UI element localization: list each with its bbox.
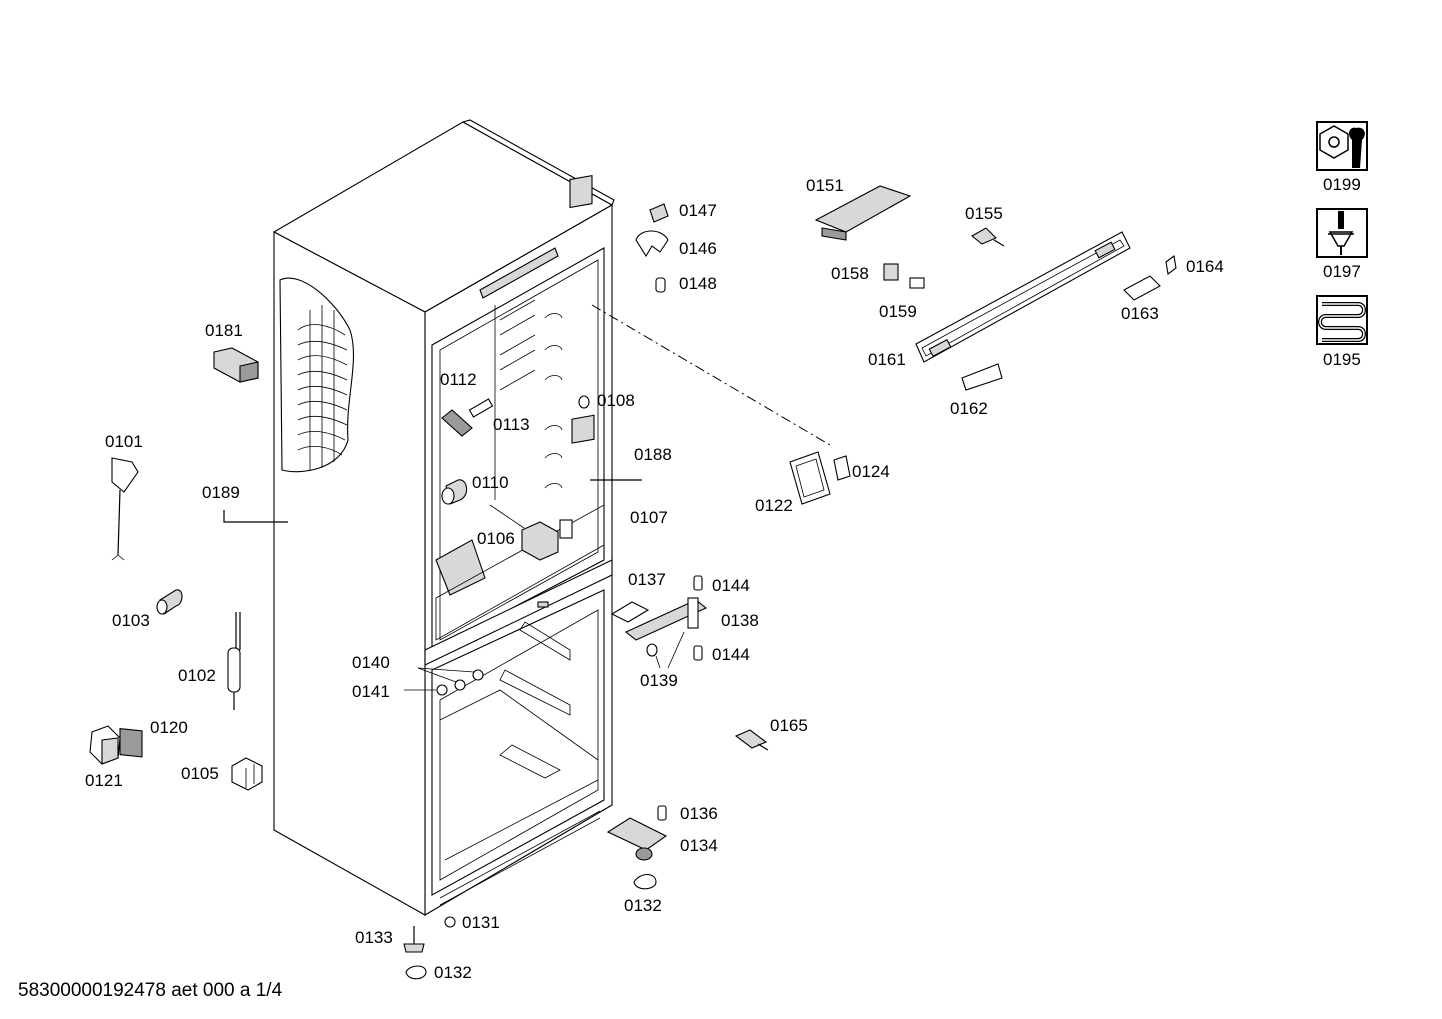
label-0144b: 0144 xyxy=(712,645,750,664)
label-0131: 0131 xyxy=(462,913,500,932)
part-0132b-icon xyxy=(405,965,427,980)
part-0136-icon xyxy=(657,805,667,821)
document-id-footer: 58300000192478 aet 000 a 1/4 xyxy=(18,980,283,1001)
label-0133: 0133 xyxy=(355,928,393,947)
label-0161: 0161 xyxy=(868,350,906,369)
label-0132a: 0132 xyxy=(624,896,662,915)
label-0139: 0139 xyxy=(640,671,678,690)
part-0103-icon xyxy=(156,589,183,615)
label-0132b: 0132 xyxy=(434,963,472,982)
part-0124-icon xyxy=(833,455,851,481)
part-0146-icon xyxy=(635,230,669,258)
label-0136: 0136 xyxy=(680,804,718,823)
label-0188: 0188 xyxy=(634,445,672,464)
label-0113: 0113 xyxy=(493,415,530,434)
label-0147: 0147 xyxy=(679,201,717,220)
part-0107-icon xyxy=(559,519,573,539)
part-0120-icon xyxy=(119,728,143,758)
label-0158: 0158 xyxy=(831,264,869,283)
part-0164-icon xyxy=(1165,255,1177,275)
part-0144a-icon xyxy=(693,575,703,591)
label-0102: 0102 xyxy=(178,666,216,685)
label-0144a: 0144 xyxy=(712,576,750,595)
screwdriver-icon xyxy=(1316,208,1368,258)
part-0155-icon xyxy=(971,227,1005,247)
label-0164: 0164 xyxy=(1186,257,1224,276)
part-0102-icon xyxy=(227,612,241,710)
label-0137: 0137 xyxy=(628,570,666,589)
part-0101-icon xyxy=(111,457,139,561)
part-0140-icon xyxy=(417,667,484,691)
part-0131-icon xyxy=(444,916,456,928)
label-0120: 0120 xyxy=(150,718,188,737)
label-0124: 0124 xyxy=(852,462,890,481)
label-0108: 0108 xyxy=(597,391,635,410)
label-0122: 0122 xyxy=(755,496,793,515)
label-0146: 0146 xyxy=(679,239,717,258)
label-0151: 0151 xyxy=(806,176,844,195)
part-0122-icon xyxy=(789,451,831,505)
label-0162: 0162 xyxy=(950,399,988,418)
part-0151-icon xyxy=(814,185,912,241)
label-0107: 0107 xyxy=(630,508,668,527)
label-0105: 0105 xyxy=(181,764,219,783)
label-0140: 0140 xyxy=(352,653,390,672)
wrench-nut-icon xyxy=(1316,121,1368,171)
label-0189: 0189 xyxy=(202,483,240,502)
part-0113-icon xyxy=(468,398,494,418)
part-0162-icon xyxy=(961,363,1003,391)
label-0103: 0103 xyxy=(112,611,150,630)
part-0134-icon xyxy=(606,817,668,861)
part-0110-icon xyxy=(441,479,468,505)
label-0141: 0141 xyxy=(352,682,390,701)
part-0138-icon xyxy=(624,597,708,641)
part-0139-icon xyxy=(646,643,658,657)
heating-coil-icon xyxy=(1316,295,1368,345)
part-0133-icon xyxy=(403,926,425,953)
part-0159-icon xyxy=(909,277,925,289)
part-0158-icon xyxy=(883,263,899,281)
label-0181: 0181 xyxy=(205,321,243,340)
part-0137-icon xyxy=(610,601,650,623)
part-0132a-icon xyxy=(633,873,657,890)
legend-label-0199: 0199 xyxy=(1323,175,1361,194)
part-0148-icon xyxy=(655,277,666,293)
part-0141-icon xyxy=(404,684,448,696)
part-0105-icon xyxy=(231,757,263,791)
part-0181-icon xyxy=(213,347,259,383)
part-0121-icon xyxy=(89,725,121,765)
part-0165-icon xyxy=(734,729,769,751)
part-0163-icon xyxy=(1123,275,1161,301)
legend-label-0195: 0195 xyxy=(1323,350,1361,369)
label-0148: 0148 xyxy=(679,274,717,293)
part-0108-icon xyxy=(578,395,590,409)
part-number-labels: 0189 0181 0101 0103 0102 0120 0121 0105 … xyxy=(85,176,1224,982)
label-0159: 0159 xyxy=(879,302,917,321)
label-0163: 0163 xyxy=(1121,304,1159,323)
part-0147-icon xyxy=(649,203,669,223)
label-0155: 0155 xyxy=(965,204,1003,223)
part-0161-icon xyxy=(915,231,1131,363)
label-0165: 0165 xyxy=(770,716,808,735)
label-0106: 0106 xyxy=(477,529,515,548)
fridge-cabinet xyxy=(223,119,642,916)
label-0134: 0134 xyxy=(680,836,718,855)
part-0144b-icon xyxy=(693,645,703,661)
label-0121: 0121 xyxy=(85,771,123,790)
label-0110: 0110 xyxy=(472,473,509,492)
legend: 0199 0197 0195 xyxy=(1316,121,1368,369)
part-0112-icon xyxy=(441,409,473,437)
legend-label-0197: 0197 xyxy=(1323,262,1361,281)
part-0106-icon xyxy=(489,504,559,561)
label-0101: 0101 xyxy=(105,432,143,451)
label-0138: 0138 xyxy=(721,611,759,630)
label-0112: 0112 xyxy=(440,370,477,389)
leader-0124 xyxy=(591,304,831,446)
